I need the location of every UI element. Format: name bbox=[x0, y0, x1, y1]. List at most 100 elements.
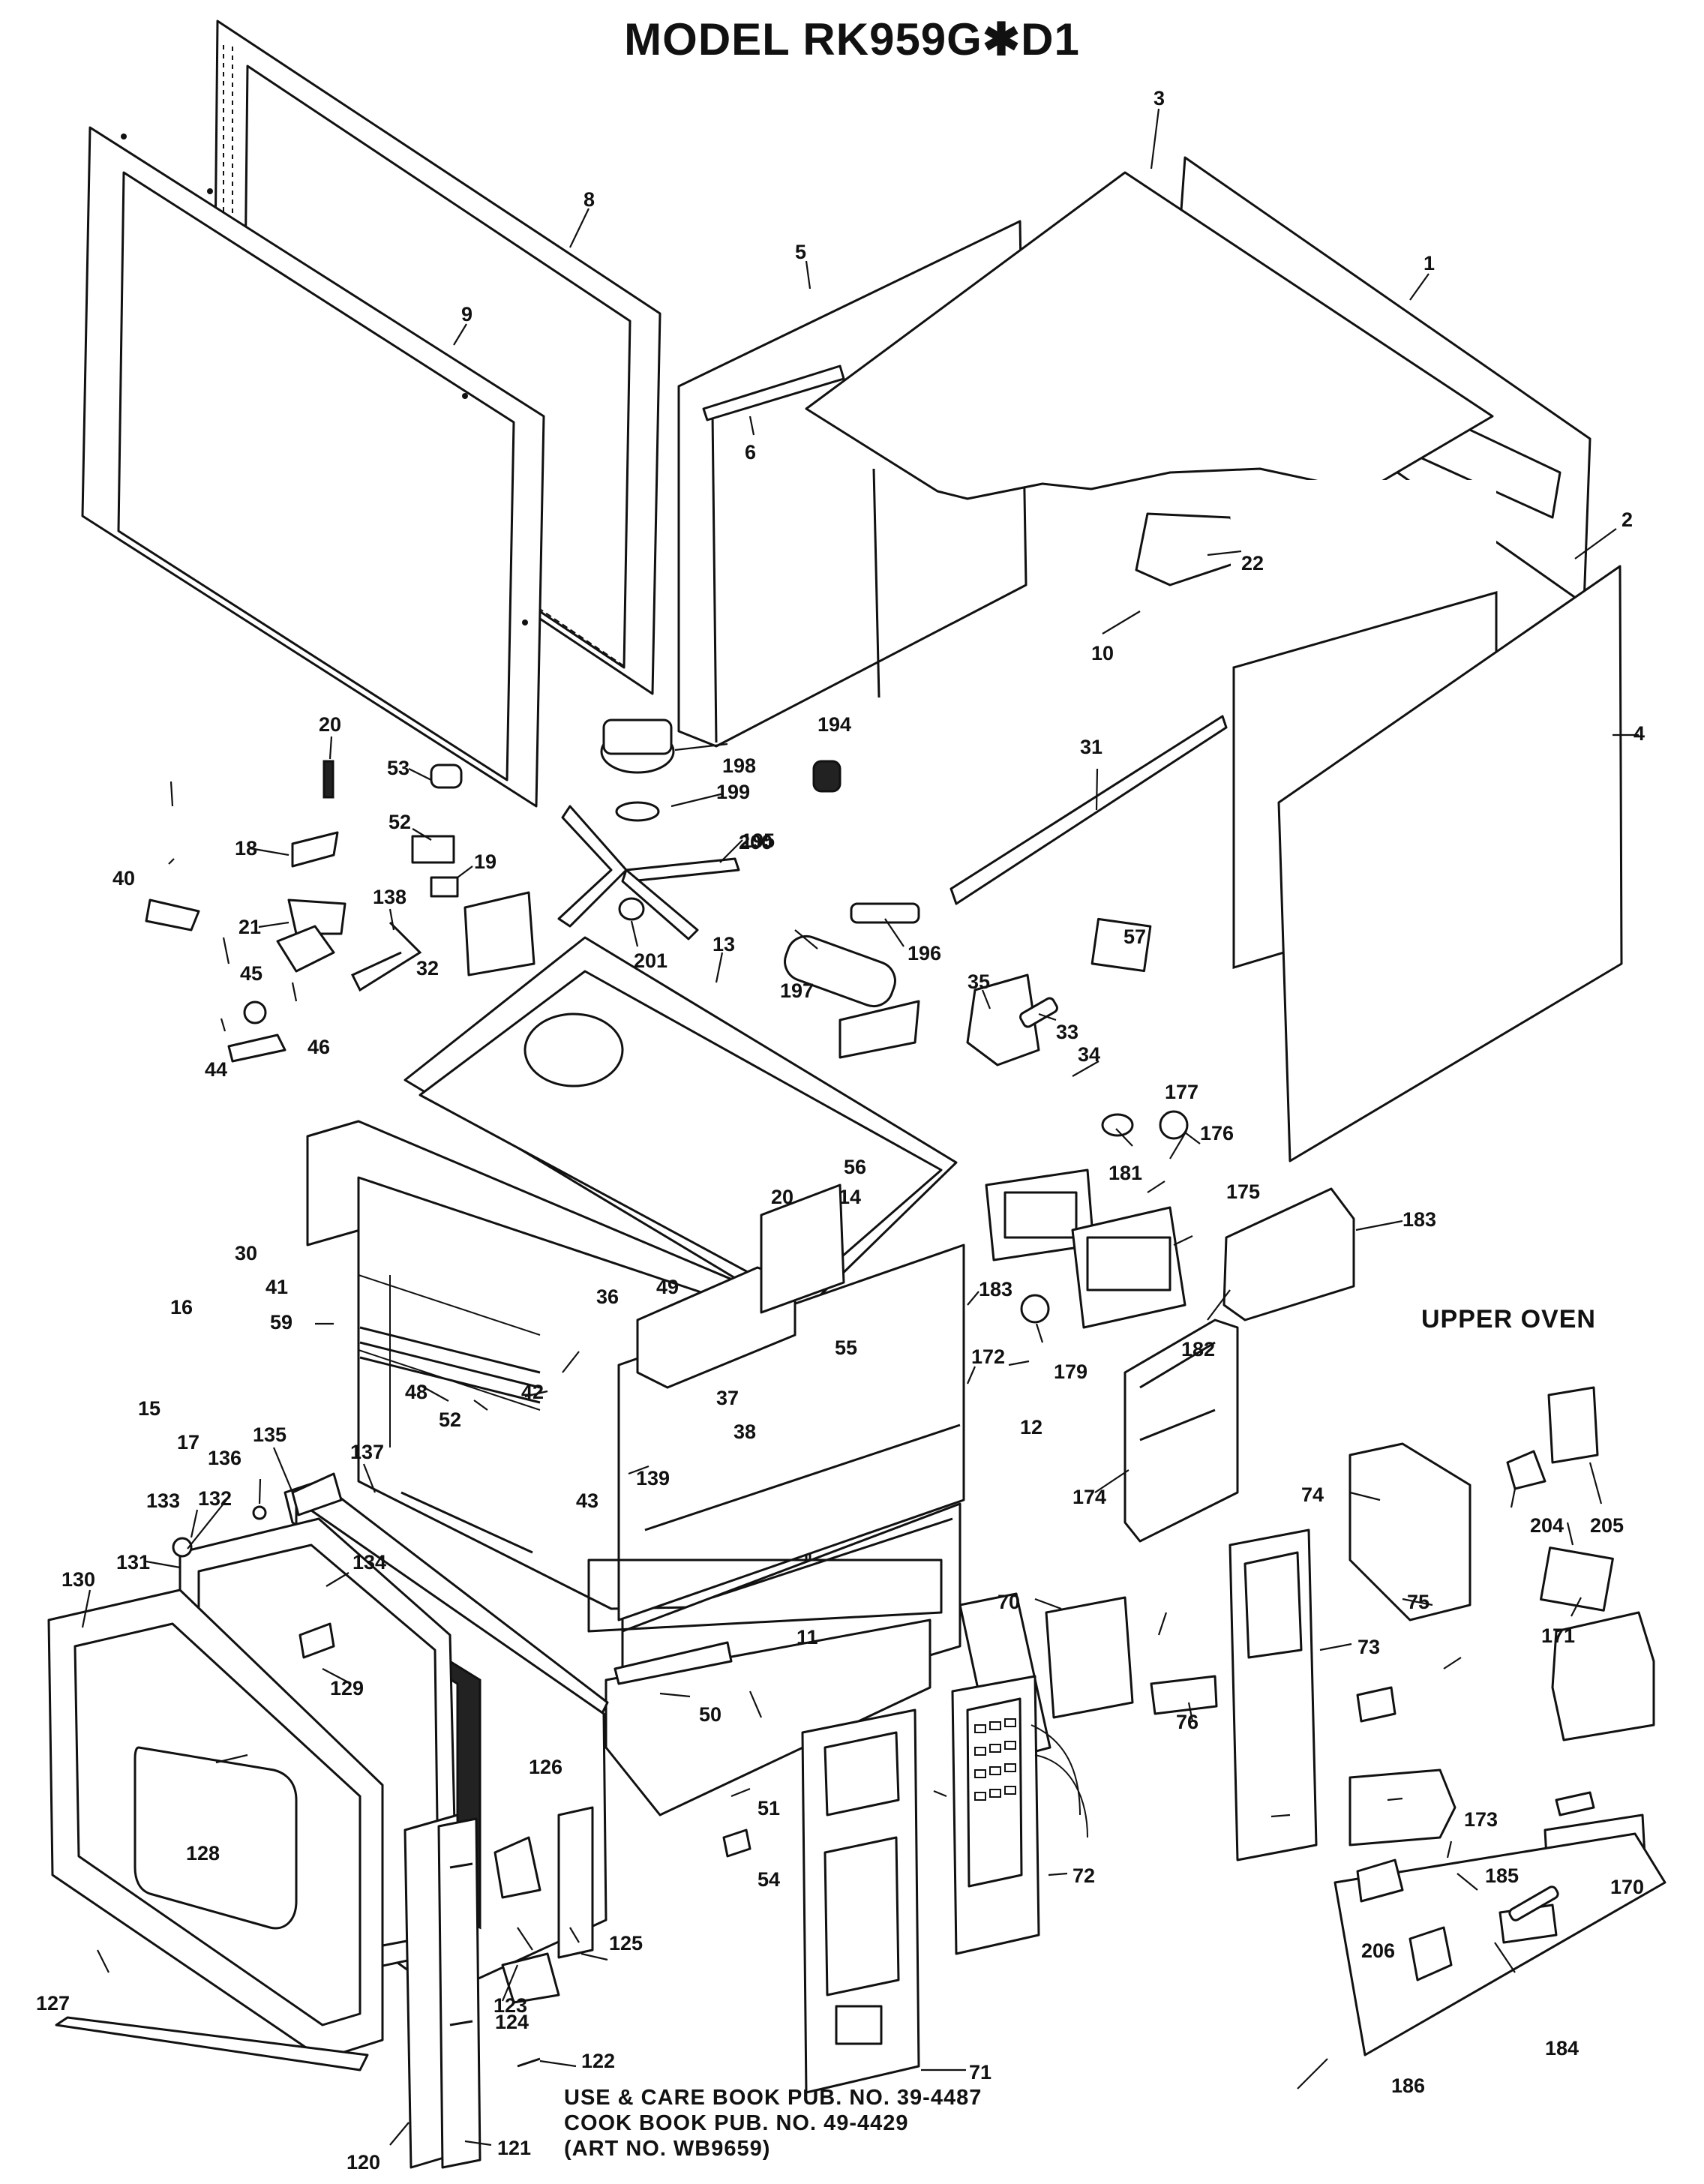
bottom-plate bbox=[604, 1618, 932, 1816]
part-43-label: 43 bbox=[576, 1490, 598, 1512]
part-131-label: 131 bbox=[116, 1551, 150, 1574]
part-18-label: 18 bbox=[235, 837, 257, 860]
part-44-label: 44 bbox=[205, 1058, 227, 1081]
part-54-label: 54 bbox=[758, 1868, 780, 1891]
part-52b-label: 52 bbox=[439, 1408, 461, 1431]
part-195-label: 195 bbox=[741, 830, 775, 852]
control-bracket-and-panel bbox=[1228, 1386, 1666, 2056]
part-50-label: 50 bbox=[699, 1703, 722, 1726]
part-14-label: 14 bbox=[838, 1186, 861, 1208]
note-art-number: (ART NO. WB9659) bbox=[564, 2137, 771, 2161]
part-176-label: 176 bbox=[1200, 1122, 1234, 1144]
part-41-label: 41 bbox=[266, 1276, 288, 1298]
part-126-label: 126 bbox=[529, 1756, 562, 1778]
door-frame-inner bbox=[81, 126, 545, 808]
part-194-label: 194 bbox=[818, 713, 851, 736]
part-51-label: 51 bbox=[758, 1797, 780, 1820]
part-6-label: 6 bbox=[745, 441, 756, 464]
part-196-label: 196 bbox=[908, 942, 941, 964]
part-40-label: 40 bbox=[112, 867, 135, 890]
part-15-label: 15 bbox=[138, 1397, 160, 1420]
part-37-label: 37 bbox=[716, 1387, 739, 1409]
part-76-label: 76 bbox=[1176, 1711, 1198, 1733]
part-9-label: 9 bbox=[461, 303, 472, 326]
part-56-label: 56 bbox=[844, 1156, 866, 1178]
part-199-label: 199 bbox=[716, 781, 750, 803]
part-181-label: 181 bbox=[1108, 1162, 1142, 1184]
part-35-label: 35 bbox=[968, 970, 990, 993]
part-72-label: 72 bbox=[1072, 1864, 1095, 1887]
part-133-label: 133 bbox=[146, 1490, 180, 1512]
part-121-label: 121 bbox=[497, 2137, 531, 2159]
capacitor-and-brackets bbox=[784, 760, 1152, 1066]
part-120-label: 120 bbox=[346, 2151, 380, 2174]
part-172-label: 172 bbox=[971, 1346, 1005, 1368]
part-175-label: 175 bbox=[1226, 1180, 1260, 1203]
part-130-label: 130 bbox=[62, 1568, 95, 1591]
part-184-label: 184 bbox=[1545, 2037, 1579, 2060]
part-197-label: 197 bbox=[780, 980, 814, 1002]
part-132-label: 132 bbox=[198, 1487, 232, 1510]
part-5-label: 5 bbox=[795, 241, 806, 263]
part-55-label: 55 bbox=[835, 1336, 857, 1359]
part-73-label: 73 bbox=[1358, 1636, 1380, 1658]
part-186-label: 186 bbox=[1391, 2074, 1425, 2097]
part-21-label: 21 bbox=[238, 916, 261, 938]
part-2-label: 2 bbox=[1622, 508, 1633, 531]
small-components-left bbox=[145, 760, 536, 1063]
part-138-label: 138 bbox=[373, 886, 406, 908]
part-17-label: 17 bbox=[177, 1431, 200, 1454]
part-74-label: 74 bbox=[1301, 1484, 1324, 1506]
note-use-care-book: USE & CARE BOOK PUB. NO. 39-4487 bbox=[564, 2086, 982, 2110]
part-38-label: 38 bbox=[734, 1420, 756, 1443]
part-31-label: 31 bbox=[1080, 736, 1102, 758]
part-36-label: 36 bbox=[596, 1286, 619, 1308]
part-30-label: 30 bbox=[235, 1242, 257, 1264]
part-12-label: 12 bbox=[1020, 1416, 1042, 1438]
part-48-label: 48 bbox=[405, 1381, 428, 1403]
part-177-label: 177 bbox=[1165, 1081, 1198, 1103]
part-205-label: 205 bbox=[1590, 1514, 1624, 1537]
part-122-label: 122 bbox=[581, 2050, 615, 2072]
part-33-label: 33 bbox=[1056, 1021, 1078, 1043]
part-124-label: 124 bbox=[495, 2011, 529, 2033]
part-labels: 1 2 3 4 5 6 8 9 10 11 12 13 14 15 16 17 … bbox=[36, 87, 1645, 2174]
cabinet-side-panel-right-front bbox=[1277, 565, 1623, 1162]
part-11-label: 11 bbox=[796, 1626, 818, 1648]
part-139-label: 139 bbox=[636, 1467, 670, 1490]
part-170-label: 170 bbox=[1610, 1876, 1644, 1898]
part-171-label: 171 bbox=[1541, 1624, 1575, 1647]
part-19-label: 19 bbox=[474, 850, 496, 873]
part-45-label: 45 bbox=[240, 962, 262, 985]
part-75-label: 75 bbox=[1407, 1591, 1430, 1613]
part-173-label: 173 bbox=[1464, 1808, 1498, 1831]
part-200-label: 200 bbox=[739, 831, 772, 854]
part-179-label: 179 bbox=[1054, 1360, 1088, 1383]
part-136-label: 136 bbox=[208, 1447, 242, 1469]
part-52-label: 52 bbox=[388, 811, 411, 833]
part-134-label: 134 bbox=[352, 1551, 386, 1574]
part-125-label: 125 bbox=[609, 1932, 643, 1954]
oven-cavity bbox=[306, 936, 965, 1749]
part-22-label: 22 bbox=[1241, 552, 1264, 574]
part-34-label: 34 bbox=[1078, 1043, 1100, 1066]
part-8-label: 8 bbox=[584, 188, 595, 211]
part-13-label: 13 bbox=[712, 933, 735, 956]
part-10-label: 10 bbox=[1091, 642, 1114, 664]
part-201-label: 201 bbox=[634, 950, 668, 972]
part-1-label: 1 bbox=[1424, 252, 1435, 274]
publication-notes: USE & CARE BOOK PUB. NO. 39-4487 COOK BO… bbox=[564, 2085, 982, 2162]
part-53-label: 53 bbox=[387, 757, 410, 779]
upper-oven-label: UPPER OVEN bbox=[1421, 1305, 1596, 1334]
part-206-label: 206 bbox=[1361, 1940, 1395, 1962]
part-3-label: 3 bbox=[1154, 87, 1165, 110]
part-70-label: 70 bbox=[998, 1591, 1020, 1613]
blower-fan bbox=[557, 718, 740, 940]
part-128-label: 128 bbox=[186, 1842, 220, 1864]
part-57-label: 57 bbox=[1124, 926, 1146, 948]
support-bar bbox=[950, 715, 1228, 905]
part-129-label: 129 bbox=[330, 1677, 364, 1700]
diagram-title: MODEL RK959G✱D1 bbox=[624, 14, 1080, 64]
part-185-label: 185 bbox=[1485, 1864, 1519, 1887]
